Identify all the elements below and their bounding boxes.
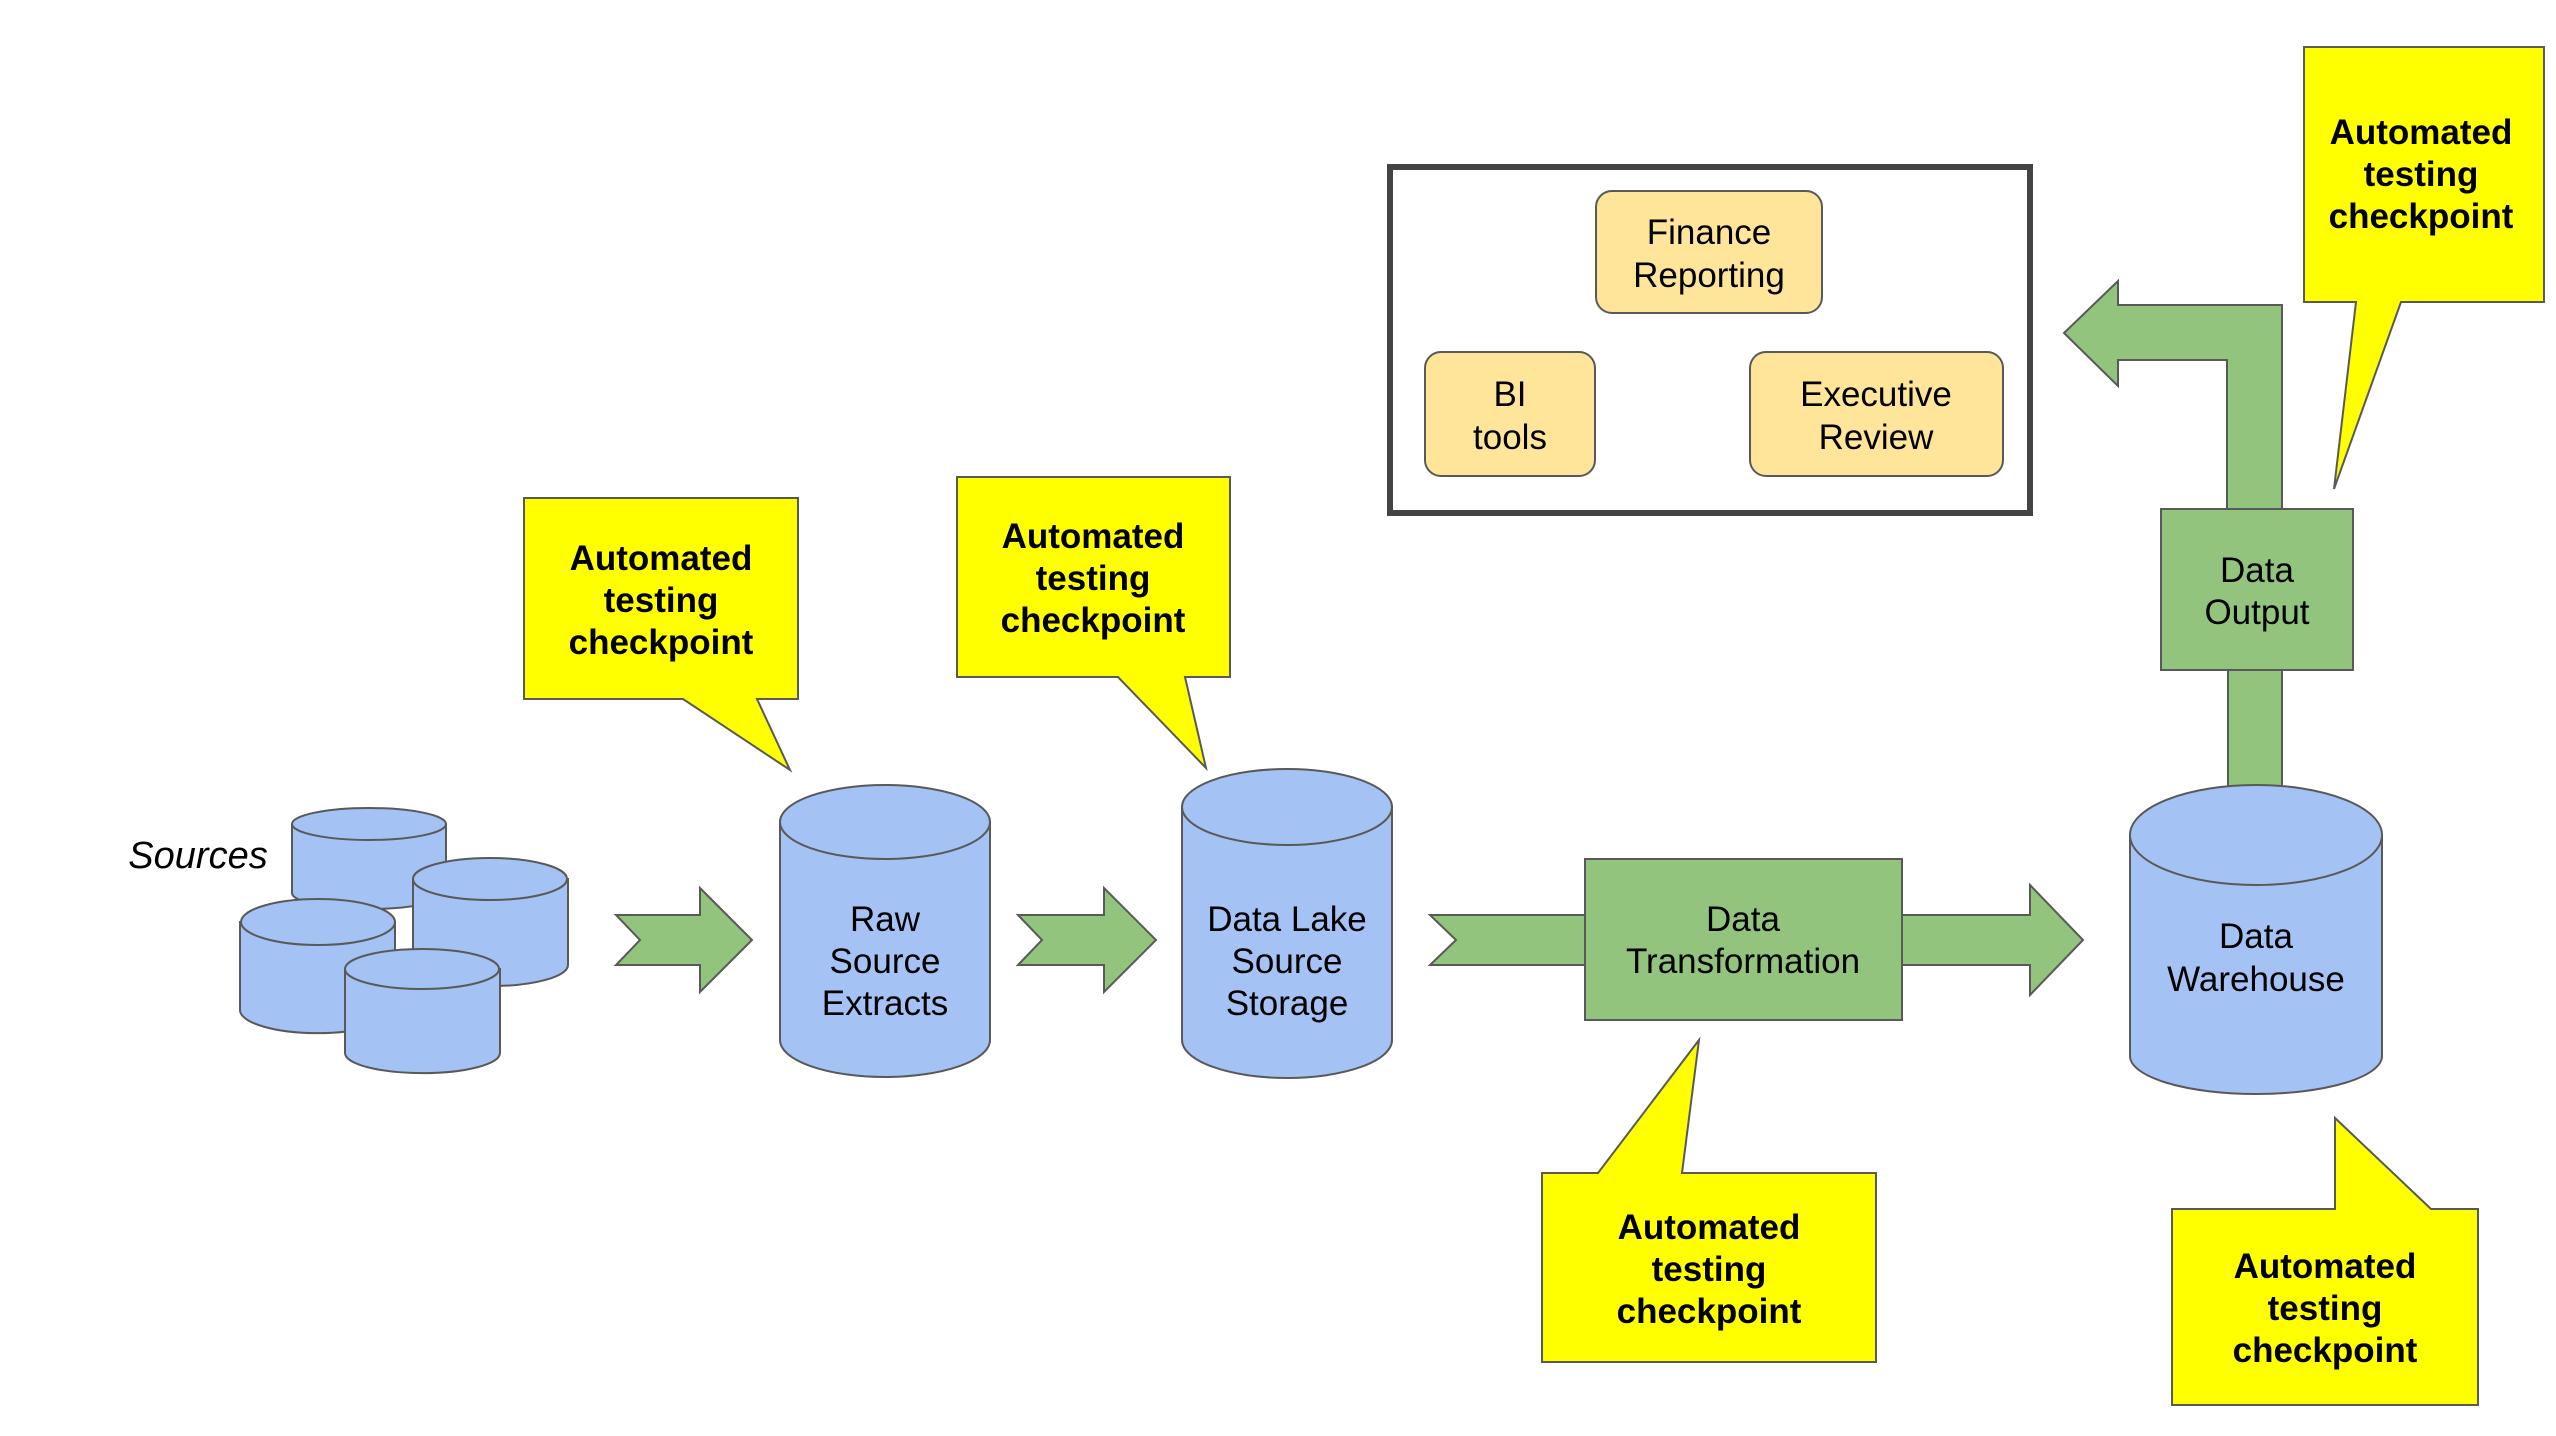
data-output-box: Data Output — [2160, 508, 2354, 671]
finance-reporting-box: Finance Reporting — [1595, 190, 1823, 314]
arrow-raw-to-lake — [1015, 885, 1158, 995]
arrow-transformation-to-warehouse — [1901, 882, 2085, 998]
output-label-line-1: Data — [2220, 551, 2294, 590]
data-warehouse-database: Data Warehouse — [2129, 784, 2383, 1095]
data-transformation-box: Data Transformation — [1584, 858, 1903, 1021]
checkpoint-label-line-2: testing — [1036, 559, 1151, 598]
checkpoint-label-line-1: Automated — [1002, 517, 1185, 556]
checkpoint-label-line-2: testing — [2364, 155, 2479, 194]
checkpoint-label-line-1: Automated — [1618, 1208, 1801, 1247]
bi-tools-box: BI tools — [1424, 351, 1596, 477]
source-database-icon — [344, 948, 501, 1075]
raw-store-label-line-3: Extracts — [822, 984, 948, 1023]
transformation-label-line-2: Transformation — [1626, 942, 1860, 981]
checkpoint-label-line-1: Automated — [2234, 1247, 2417, 1286]
bi-label-line-2: tools — [1473, 418, 1547, 457]
checkpoint-label-line-2: testing — [2268, 1289, 2383, 1328]
checkpoint-callout-raw: Automated testing checkpoint — [523, 497, 799, 773]
connector-warehouse-to-output — [2227, 669, 2283, 795]
output-label-line-2: Output — [2204, 593, 2309, 632]
bi-label-line-1: BI — [1493, 375, 1526, 414]
executive-label-line-2: Review — [1819, 418, 1934, 457]
checkpoint-label-line-3: checkpoint — [2329, 197, 2514, 236]
lake-store-label-line-2: Source — [1232, 942, 1343, 981]
checkpoint-callout-lake: Automated testing checkpoint — [956, 476, 1231, 772]
lake-store-label-line-3: Storage — [1226, 984, 1349, 1023]
checkpoint-label-line-3: checkpoint — [1617, 1292, 1802, 1331]
lake-store-label-line-1: Data Lake — [1207, 900, 1367, 939]
warehouse-label-line-2: Warehouse — [2167, 960, 2345, 999]
checkpoint-label-line-3: checkpoint — [2233, 1331, 2418, 1370]
arrow-output-to-consumers — [2062, 278, 2283, 510]
finance-label-line-1: Finance — [1647, 213, 1772, 252]
checkpoint-callout-warehouse: Automated testing checkpoint — [2171, 1115, 2479, 1406]
executive-review-box: Executive Review — [1749, 351, 2004, 477]
raw-source-extracts-database: Raw Source Extracts — [779, 784, 991, 1078]
checkpoint-label-line-3: checkpoint — [1001, 601, 1186, 640]
warehouse-label-line-1: Data — [2219, 917, 2293, 956]
source-database-icon — [291, 807, 447, 910]
checkpoint-label-line-2: testing — [1652, 1250, 1767, 1289]
checkpoint-callout-output: Automated testing checkpoint — [2303, 46, 2545, 490]
consumers-panel: Finance Reporting BI tools Executive Rev… — [1387, 164, 2033, 516]
data-lake-source-storage-database: Data Lake Source Storage — [1181, 768, 1393, 1079]
finance-label-line-2: Reporting — [1633, 256, 1785, 295]
raw-store-label-line-2: Source — [830, 942, 941, 981]
raw-store-label-line-1: Raw — [850, 900, 921, 939]
checkpoint-label-line-3: checkpoint — [569, 623, 754, 662]
checkpoint-label-line-1: Automated — [2330, 113, 2513, 152]
arrow-sources-to-raw — [613, 885, 754, 995]
executive-label-line-1: Executive — [1800, 375, 1952, 414]
arrow-lake-to-transformation — [1427, 914, 1586, 966]
transformation-label-line-1: Data — [1706, 900, 1780, 939]
sources-group: Sources — [128, 807, 569, 1075]
checkpoint-label-line-2: testing — [604, 581, 719, 620]
sources-label: Sources — [128, 835, 267, 877]
checkpoint-label-line-1: Automated — [570, 539, 753, 578]
checkpoint-callout-transformation: Automated testing checkpoint — [1541, 1036, 1877, 1363]
